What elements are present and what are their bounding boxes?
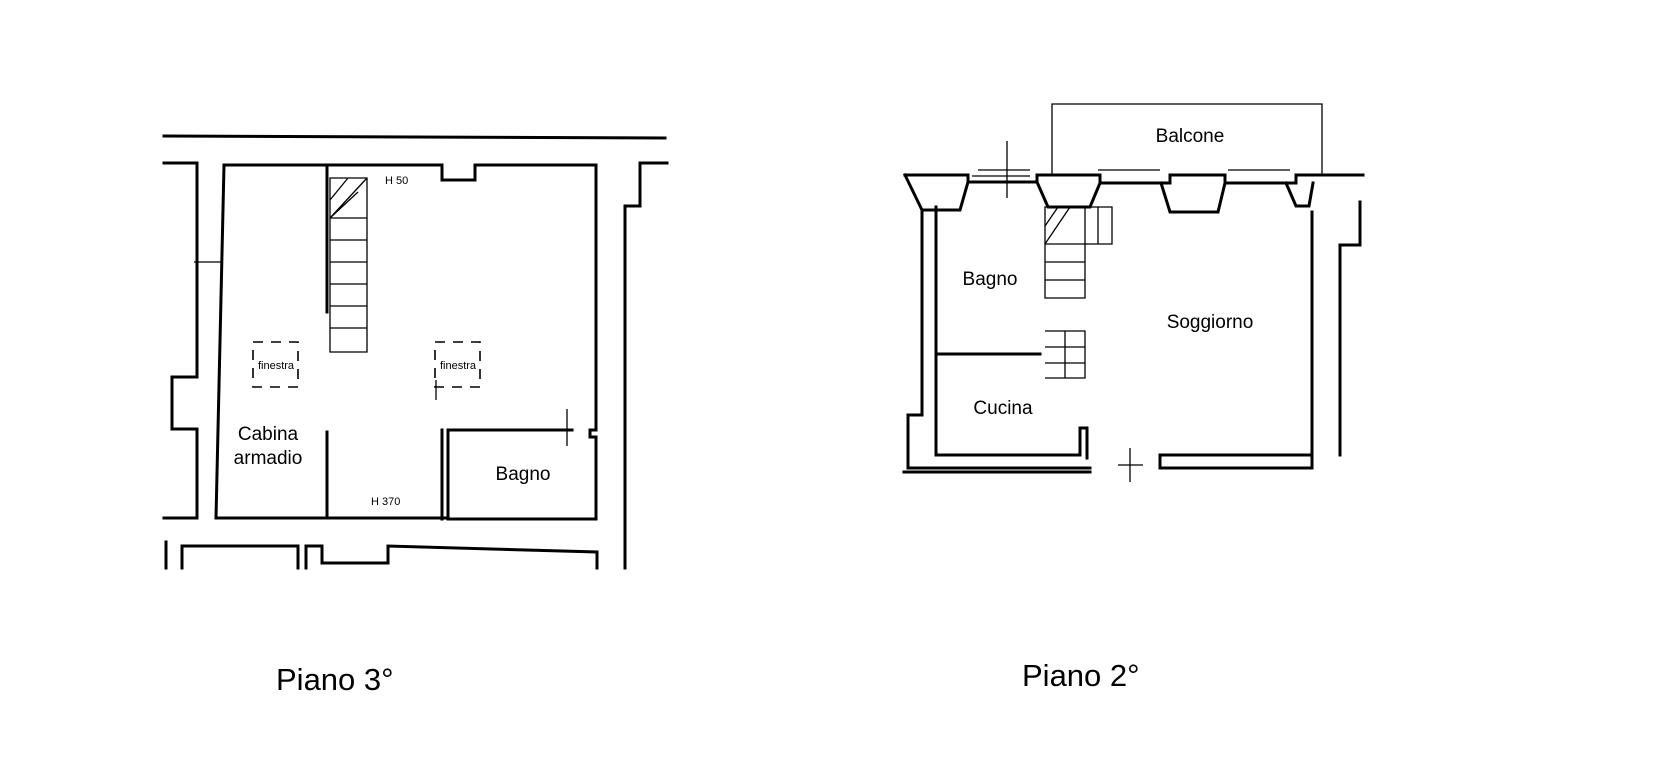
window-label-right: finestra xyxy=(440,360,477,372)
floor-title-2: Piano 2° xyxy=(1022,658,1140,693)
room-label-living: Soggiorno xyxy=(1167,312,1254,333)
room-label-bathroom-3: Bagno xyxy=(496,464,551,485)
floor-2-plan xyxy=(902,103,1365,482)
height-label-h50: H 50 xyxy=(385,175,408,187)
room-label-closet-line2: armadio xyxy=(234,448,303,469)
room-label-balcony: Balcone xyxy=(1156,126,1225,147)
height-label-h370: H 370 xyxy=(371,496,400,508)
floor-title-3: Piano 3° xyxy=(276,662,394,697)
floor-3-plan xyxy=(162,134,669,570)
room-label-closet-line1: Cabina xyxy=(238,424,299,445)
room-label-kitchen: Cucina xyxy=(973,398,1033,419)
window-label-left: finestra xyxy=(258,360,295,372)
room-label-bathroom-2: Bagno xyxy=(963,269,1018,290)
